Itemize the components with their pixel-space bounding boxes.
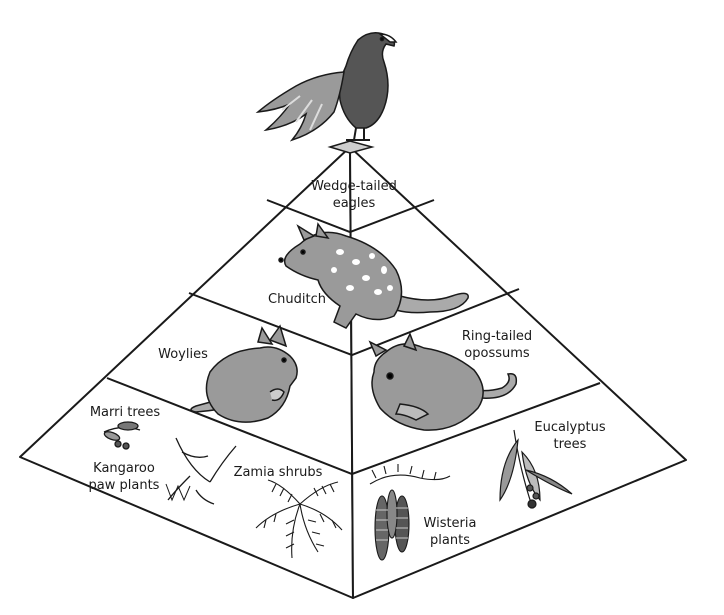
pedestal-icon [327, 140, 375, 154]
woylie-icon [190, 324, 298, 423]
quoll-icon [278, 222, 469, 329]
label-wedge-tailed-eagles: Wedge-tailed eagles [311, 179, 397, 211]
label-chuditch: Chuditch [268, 292, 326, 307]
pyramid-right-face [349, 146, 687, 599]
eucalyptus-branch-icon [499, 429, 573, 509]
level-line-2 [188, 288, 520, 357]
possum-icon [368, 332, 518, 431]
level-line-1 [266, 199, 435, 234]
eagle-icon [255, 32, 398, 142]
label-wisteria-plants: Wisteria plants [423, 516, 477, 548]
marri-branch-icon [103, 421, 141, 450]
label-ring-tailed-opossums: Ring-tailed opossums [461, 329, 533, 361]
label-zamia-shrubs: Zamia shrubs [233, 465, 323, 480]
wisteria-icon [369, 464, 451, 561]
kangaroo-paw-icon [165, 437, 237, 505]
label-eucalyptus-trees: Eucalyptus trees [534, 420, 606, 452]
level-line-3 [106, 377, 601, 476]
label-kangaroo-paw-plants: Kangaroo paw plants [88, 461, 160, 493]
label-marri-trees: Marri trees [89, 405, 161, 420]
label-woylies: Woylies [158, 347, 208, 362]
zamia-icon [255, 479, 343, 559]
